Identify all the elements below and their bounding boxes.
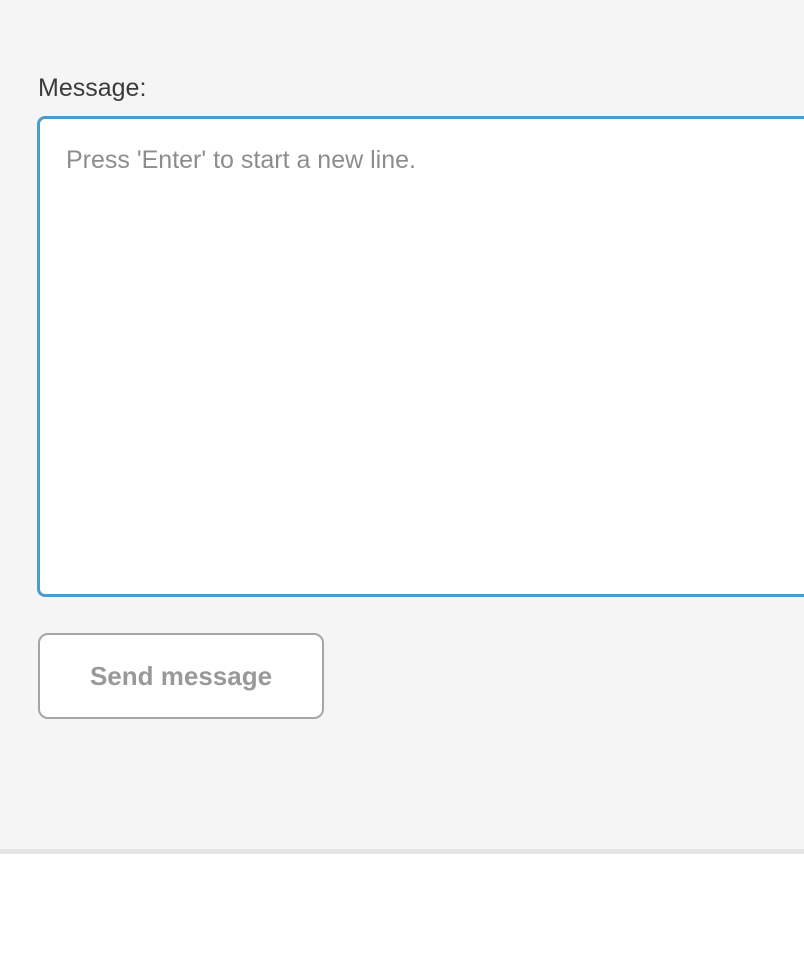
send-message-button-label: Send message	[89, 660, 273, 691]
send-message-button[interactable]: Send message	[38, 633, 324, 719]
message-input[interactable]	[37, 116, 804, 597]
panel-bottom-divider	[0, 849, 804, 854]
message-label: Message:	[38, 74, 147, 102]
